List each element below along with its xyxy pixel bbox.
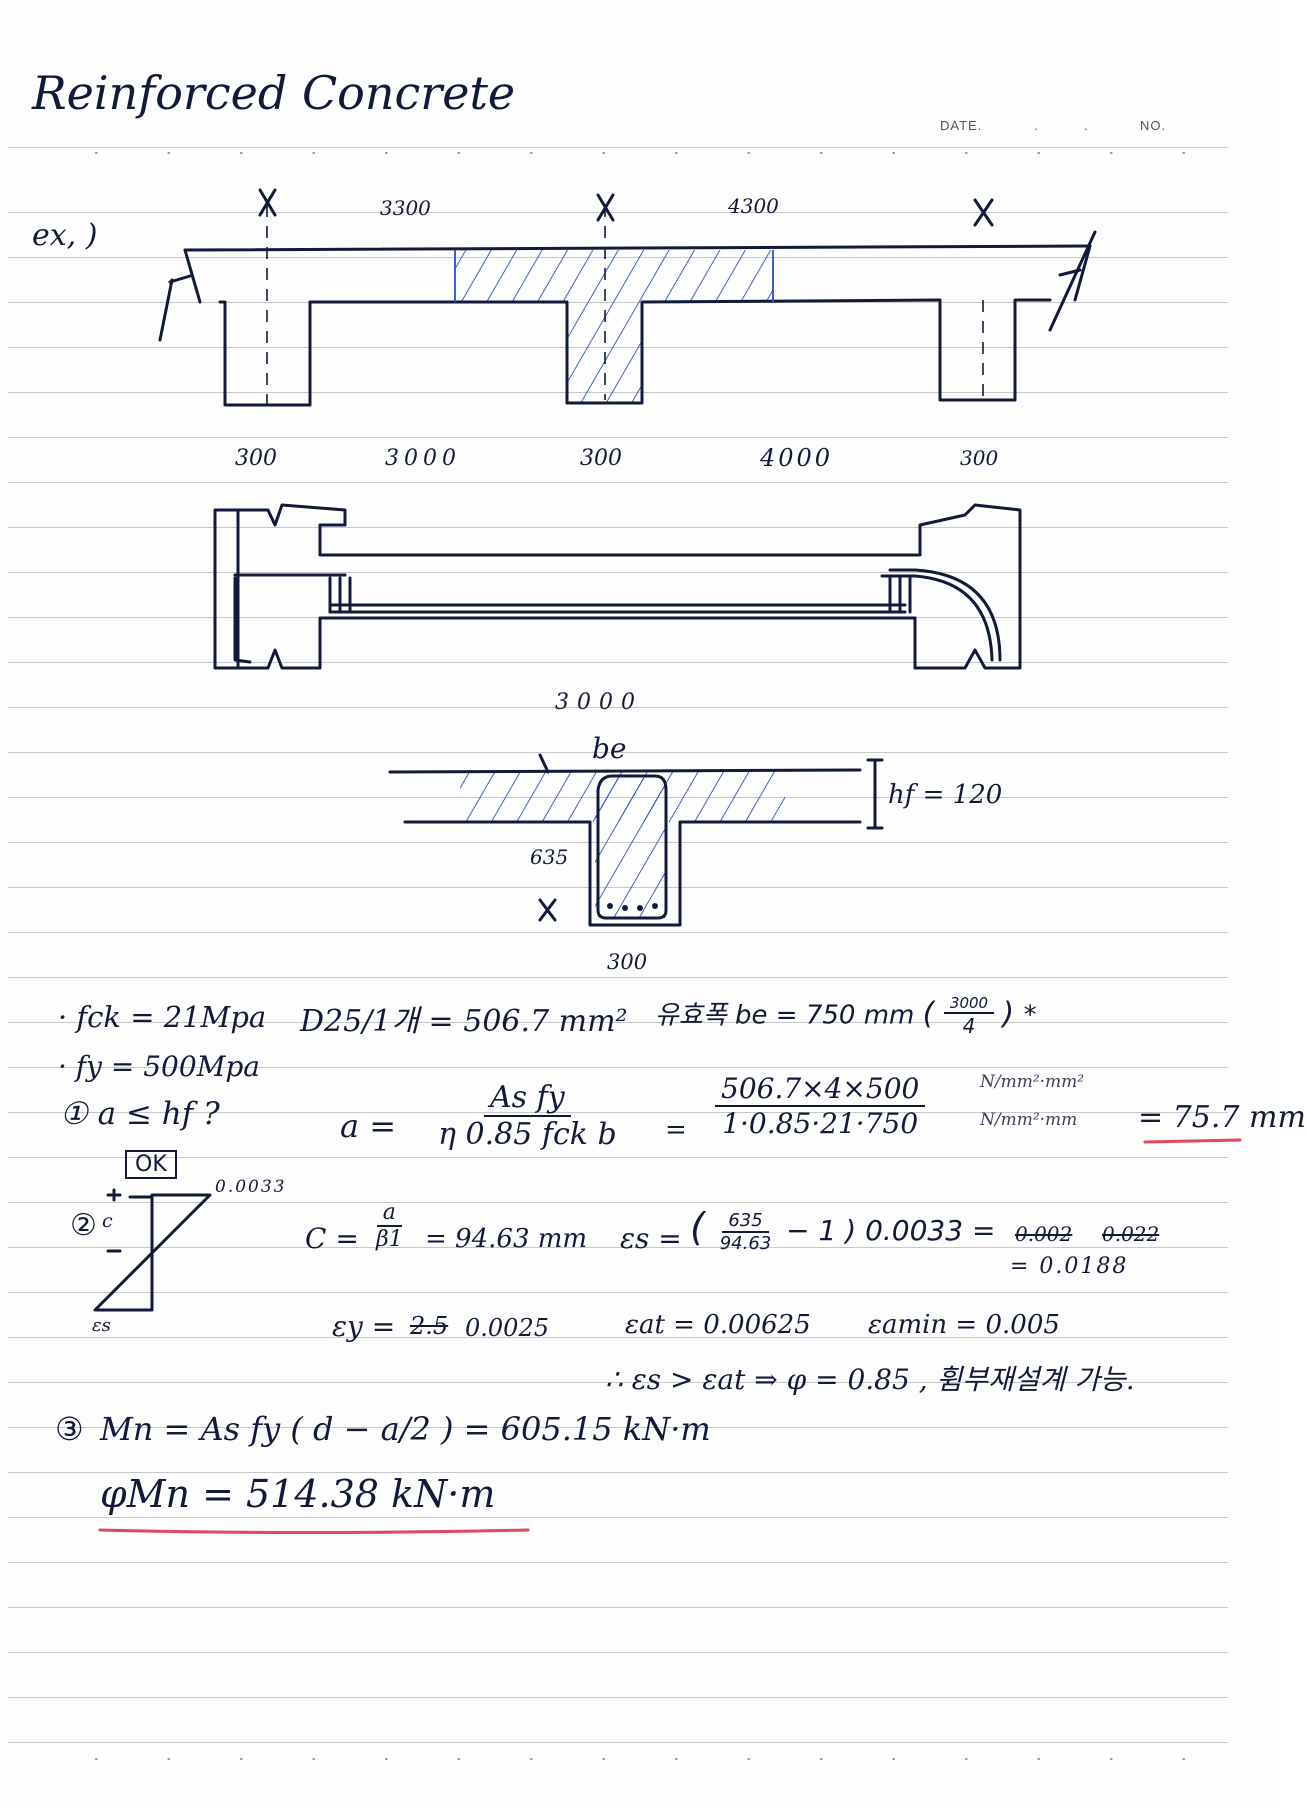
rule-line [8, 707, 1228, 708]
rule-line [8, 932, 1228, 933]
clear-span-2: 4000 [760, 444, 834, 472]
rule-line [8, 147, 1228, 148]
given-bar-area: D25/1개 = 506.7 mm² [300, 1004, 628, 1039]
rule-line [8, 1562, 1228, 1563]
column-width-1: 300 [235, 446, 277, 471]
step2-ey-struck: 2.5 [410, 1312, 449, 1340]
rule-line [8, 1067, 1228, 1068]
rule-line [8, 662, 1228, 663]
rebar-detail-sketch [213, 503, 1022, 670]
rule-line [8, 1202, 1228, 1203]
t-beam-section-sketch [388, 753, 884, 927]
example-label: ex, ) [32, 218, 98, 253]
rule-line [8, 572, 1228, 573]
step2-es-value: = 0.0188 [1010, 1254, 1129, 1279]
date-separator: . [1034, 118, 1039, 133]
strain-top-value: 0.0033 [215, 1177, 287, 1197]
rule-line [8, 482, 1228, 483]
rule-line [8, 977, 1228, 978]
rule-line [8, 1517, 1228, 1518]
final-result-underline [98, 1528, 530, 1534]
dot-row [60, 1758, 1220, 1760]
rule-line [8, 1607, 1228, 1608]
rule-line [8, 1472, 1228, 1473]
rule-line [8, 752, 1228, 753]
web-width-label: 300 [607, 950, 648, 974]
rule-line [8, 437, 1228, 438]
step1-result: = 75.7 mm [1138, 1100, 1306, 1135]
dot-row [60, 152, 1220, 154]
step2-ey-equals: εy = [332, 1310, 396, 1343]
rule-line [8, 1112, 1228, 1113]
date-label: DATE. [940, 118, 983, 133]
step2-c-value: = 94.63 mm [425, 1224, 588, 1254]
strain-c-label: c [102, 1210, 113, 1232]
step1-condition: ① a ≤ hf ? [60, 1096, 220, 1132]
strain-diagram-sketch [93, 1188, 212, 1312]
rule-line [8, 1022, 1228, 1023]
column-width-3: 300 [960, 446, 999, 470]
rule-line [8, 212, 1228, 213]
step2-eamin: εamin = 0.005 [868, 1310, 1060, 1340]
rule-line [8, 1382, 1228, 1383]
effective-width-label: be [592, 732, 627, 765]
clear-span-1: 3000 [385, 446, 461, 471]
step2-ey-value: 0.0025 [465, 1314, 549, 1342]
step3-nominal-moment: Mn = As fy ( d − a/2 ) = 605.15 kN·m [100, 1410, 711, 1448]
span-label-2: 4300 [728, 194, 779, 218]
step2-eat: εat = 0.00625 [625, 1310, 811, 1340]
rule-line [8, 1247, 1228, 1248]
rule-line [8, 1427, 1228, 1428]
rule-line [8, 1652, 1228, 1653]
result-underline [1143, 1138, 1242, 1144]
rule-line [8, 1697, 1228, 1698]
step2-es-equals: εs = [620, 1222, 682, 1255]
step2-es-struck-1: 0.002 [1015, 1222, 1073, 1246]
flange-thickness-label: hf = 120 [888, 780, 1003, 810]
step1-a-equals: a = [340, 1107, 397, 1145]
step3-marker: ③ [55, 1410, 84, 1448]
step2-c-equals: C = [305, 1222, 359, 1255]
rule-line [8, 1337, 1228, 1338]
rule-line [8, 1157, 1228, 1158]
beam-elevation-sketch [158, 188, 1097, 407]
ok-badge: OK [125, 1150, 177, 1179]
step2-es-struck-2: 0.022 [1102, 1222, 1160, 1246]
step2-conclusion: ∴ εs > εat ⇒ φ = 0.85 , 휨부재설계 가능. [605, 1363, 1135, 1396]
step2-marker: ② [70, 1208, 97, 1243]
page-title: Reinforced Concrete [32, 66, 516, 120]
step1-unit-check: N/mm²·mm² N/mm²·mm [980, 1072, 1085, 1130]
slab-span: 3000 [555, 690, 643, 715]
effective-depth-label: 635 [530, 845, 569, 869]
column-width-2: 300 [580, 446, 622, 471]
step1-equals: = [665, 1115, 687, 1145]
given-fck: · fck = 21Mpa [58, 1000, 267, 1034]
rule-line [8, 527, 1228, 528]
rule-line [8, 1742, 1228, 1743]
number-label: NO. [1140, 118, 1167, 133]
given-fy: · fy = 500Mpa [58, 1050, 260, 1083]
rule-line [8, 1292, 1228, 1293]
step3-design-moment: φMn = 514.38 kN·m [100, 1472, 496, 1516]
date-separator: . [1084, 118, 1089, 133]
strain-es-label: εs [92, 1315, 111, 1336]
span-label-1: 3300 [380, 196, 431, 220]
